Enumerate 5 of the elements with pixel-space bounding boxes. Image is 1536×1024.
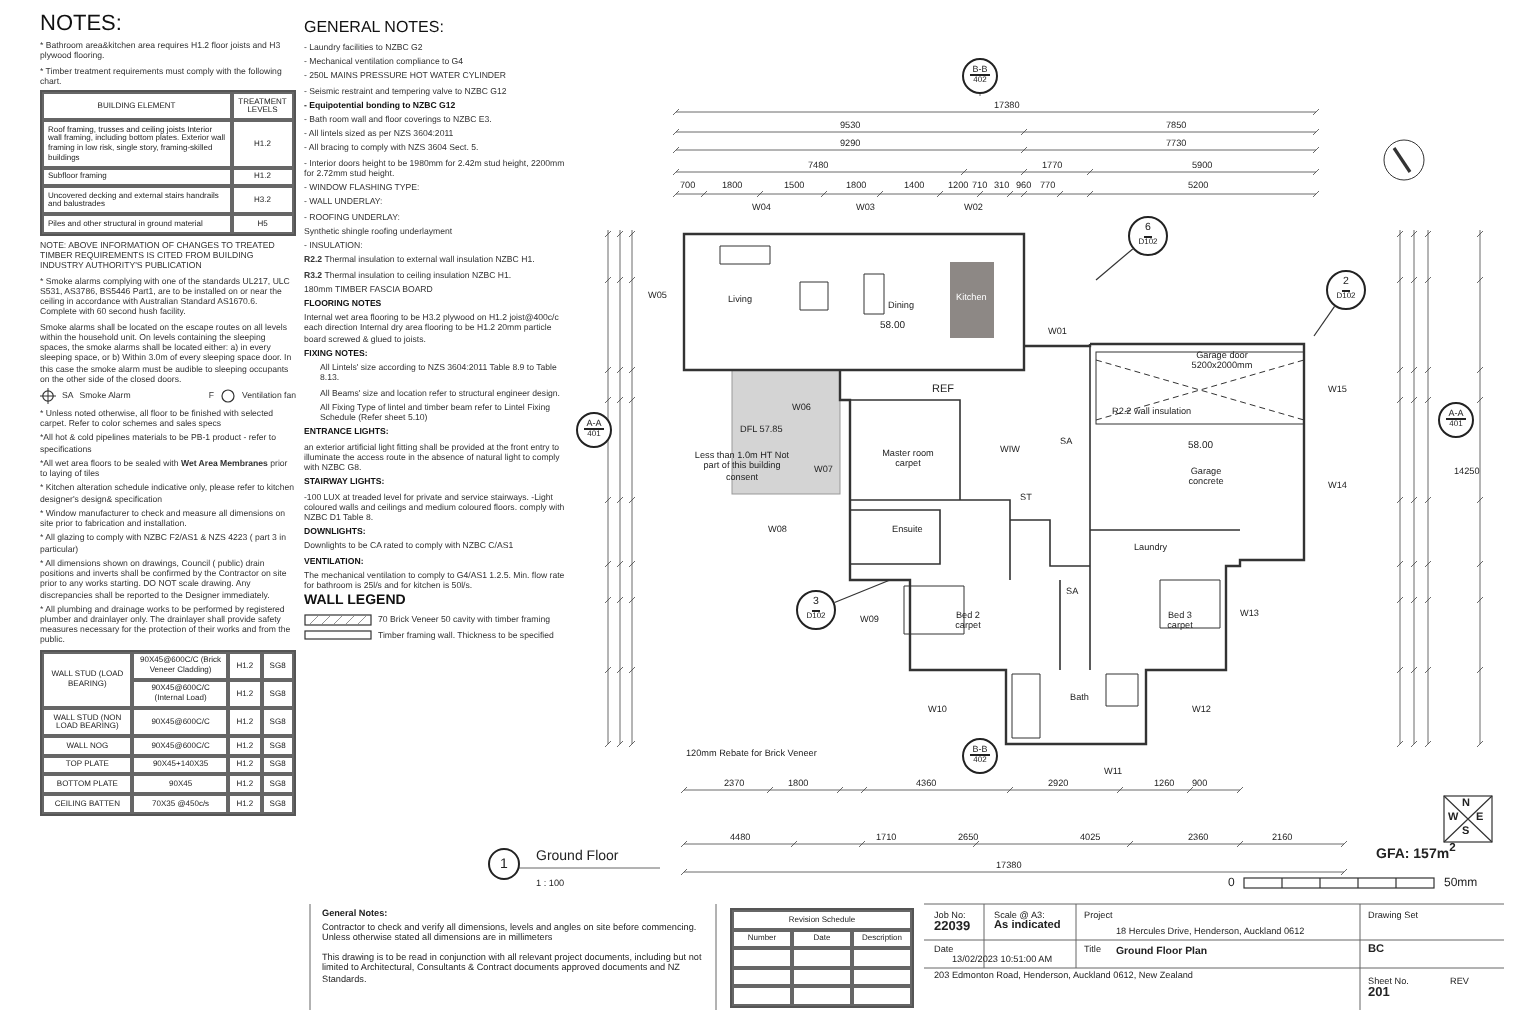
leader-line <box>1313 305 1336 337</box>
heading: GENERAL NOTES: <box>304 20 446 38</box>
heading: NOTES: <box>40 12 124 37</box>
leader-line <box>1095 248 1134 281</box>
leader-line <box>833 579 891 604</box>
